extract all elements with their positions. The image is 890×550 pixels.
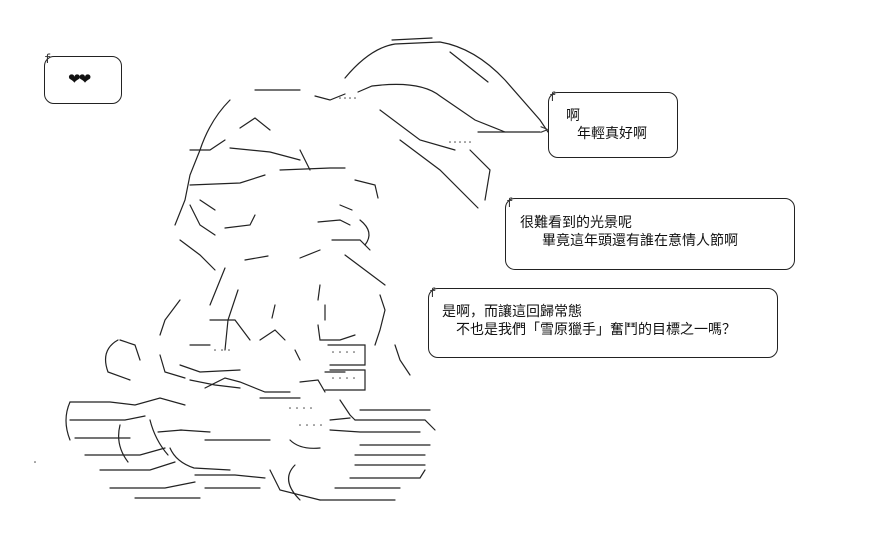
speech-bubble-1 bbox=[548, 92, 678, 158]
hearts-speech-bubble bbox=[44, 56, 122, 104]
bubble-corner-mark: f bbox=[429, 286, 437, 300]
speech-bubble-3 bbox=[428, 288, 778, 358]
bubble-1-line-2: 年輕真好啊 bbox=[577, 126, 647, 142]
bubble-2-line-1: 很難看到的光景呢 bbox=[520, 215, 632, 231]
bubble-3-line-1: 是啊，而讓這回歸常態 bbox=[442, 304, 582, 320]
hearts-text: ❤❤ bbox=[68, 70, 91, 88]
bubble-corner-mark: f bbox=[506, 196, 514, 210]
bubble-2-line-2: 畢竟這年頭還有誰在意情人節啊 bbox=[542, 233, 738, 249]
bubble-corner-mark: f bbox=[44, 52, 52, 66]
bubble-3-line-2: 不也是我們「雪原獵手」奮鬥的目標之一嗎？ bbox=[456, 322, 736, 338]
speech-bubble-2 bbox=[505, 198, 795, 270]
bubble-1-line-1: 啊 bbox=[566, 108, 580, 124]
bubble-corner-mark: f bbox=[549, 90, 557, 104]
bubble-tail: > bbox=[540, 122, 549, 138]
